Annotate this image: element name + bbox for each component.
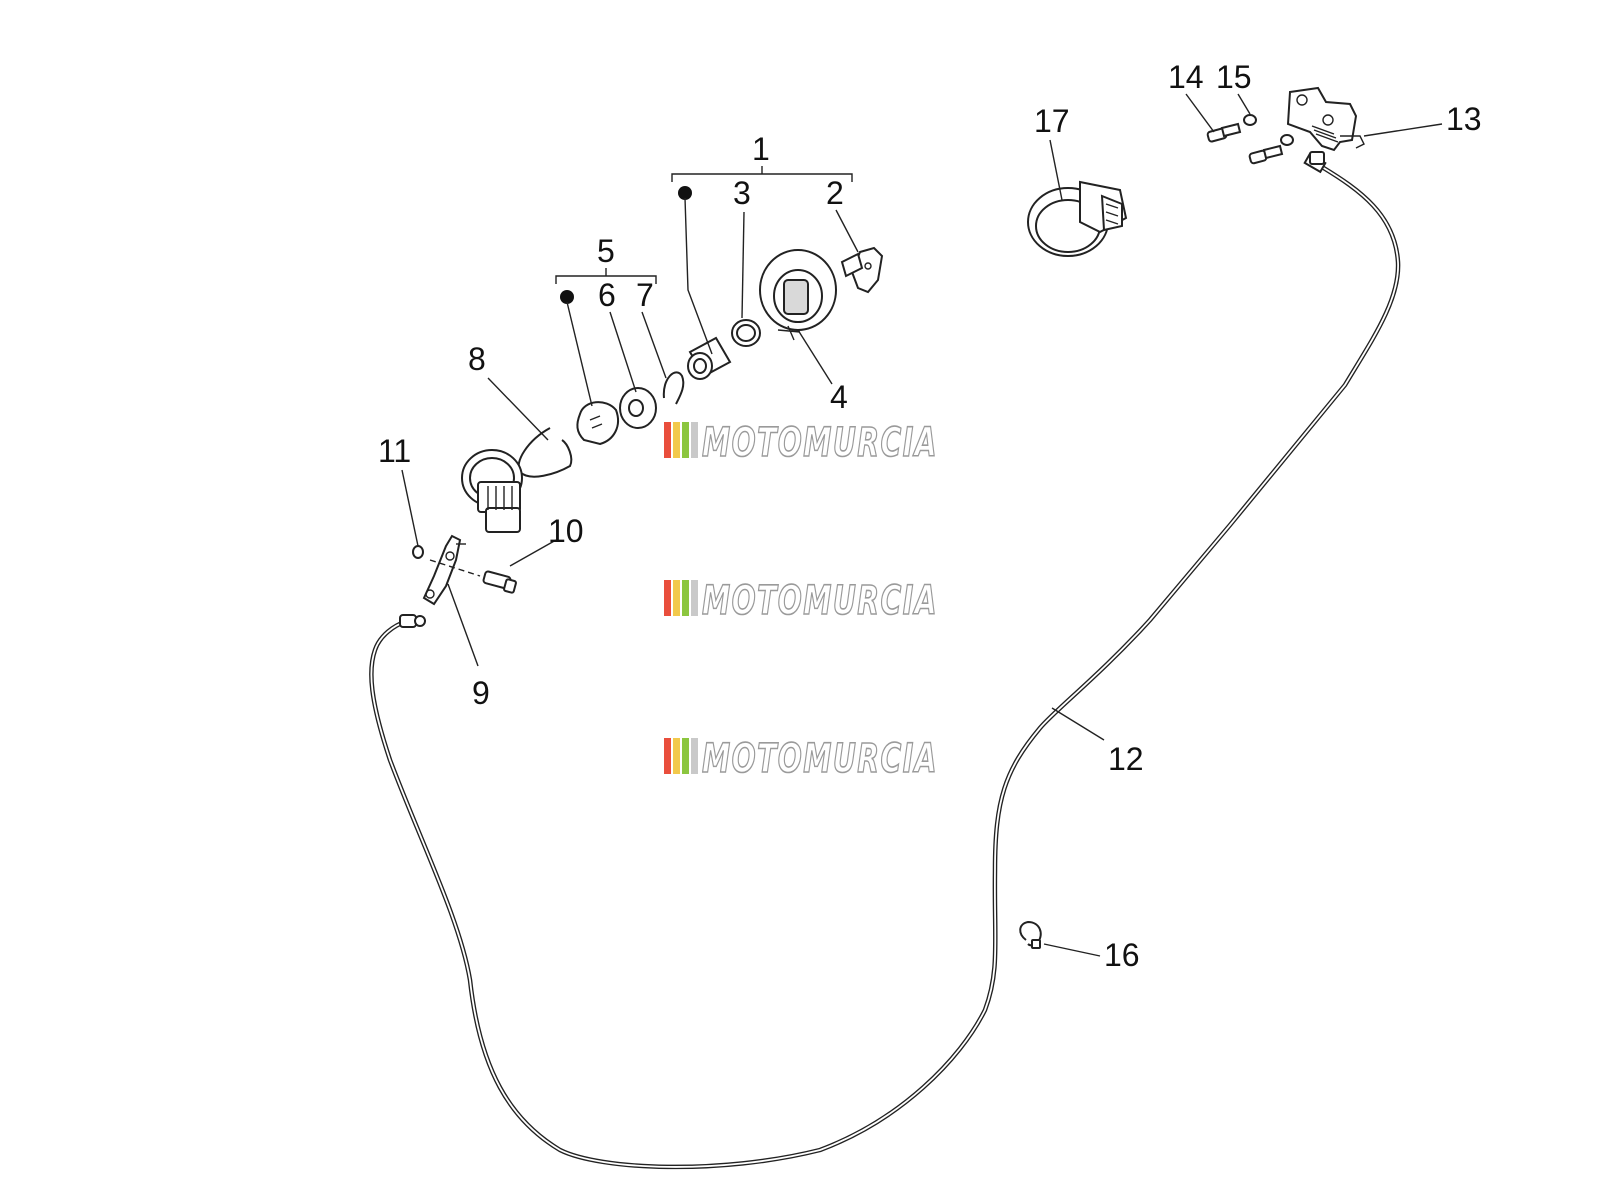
part-16-cable-clip	[1019, 920, 1042, 949]
leader-lines	[401, 93, 1443, 957]
callout-8: 8	[468, 341, 486, 377]
watermark-3: MOTOMURCIA	[664, 735, 938, 783]
group-bracket-1	[671, 166, 853, 200]
watermark-2: MOTOMURCIA	[664, 577, 938, 625]
part-9-lever	[422, 534, 466, 606]
part-8-spring-wire	[517, 427, 573, 478]
part-11-nut	[412, 545, 424, 559]
watermark-text-2: MOTOMURCIA	[702, 578, 938, 624]
callout-12: 12	[1108, 741, 1144, 777]
callout-16: 16	[1104, 937, 1140, 973]
part-4-lock-housing	[759, 249, 837, 341]
watermark-text-1: MOTOMURCIA	[702, 420, 938, 466]
callout-14: 14	[1168, 59, 1204, 95]
callout-7: 7	[636, 277, 654, 313]
callout-11: 11	[378, 433, 411, 469]
callout-1: 1	[752, 131, 770, 167]
part-15-washer	[1243, 114, 1325, 165]
callout-6: 6	[598, 277, 616, 313]
callout-10: 10	[548, 513, 584, 549]
watermark-text-3: MOTOMURCIA	[702, 736, 938, 782]
callout-17: 17	[1034, 103, 1070, 139]
part-10-bolt	[429, 559, 517, 594]
callout-5: 5	[597, 233, 615, 269]
part-3-o-ring	[731, 319, 761, 347]
part-6-disc	[619, 387, 657, 429]
switch-assembly	[461, 449, 523, 533]
part-5-lock-body	[576, 401, 619, 446]
cable-12	[369, 152, 1401, 1170]
group-bracket-5	[555, 268, 657, 304]
part-13-bracket	[1286, 86, 1365, 152]
part-1-lock-cylinder	[687, 336, 732, 380]
callout-13: 13	[1446, 101, 1482, 137]
part-7-spring-clip	[662, 371, 685, 405]
part-17-sensor-ring	[1027, 180, 1128, 257]
part-2-clip	[840, 246, 884, 294]
part-14-screw	[1206, 122, 1284, 165]
callout-4: 4	[830, 379, 848, 415]
callout-9: 9	[472, 675, 490, 711]
callout-2: 2	[826, 175, 844, 211]
callout-3: 3	[733, 175, 751, 211]
callout-15: 15	[1216, 59, 1252, 95]
callout-labels: 1 2 3 4 5 6 7 8 9 10 11 12 13 14 15 16 1…	[378, 59, 1482, 973]
watermark-1: MOTOMURCIA	[664, 419, 938, 467]
